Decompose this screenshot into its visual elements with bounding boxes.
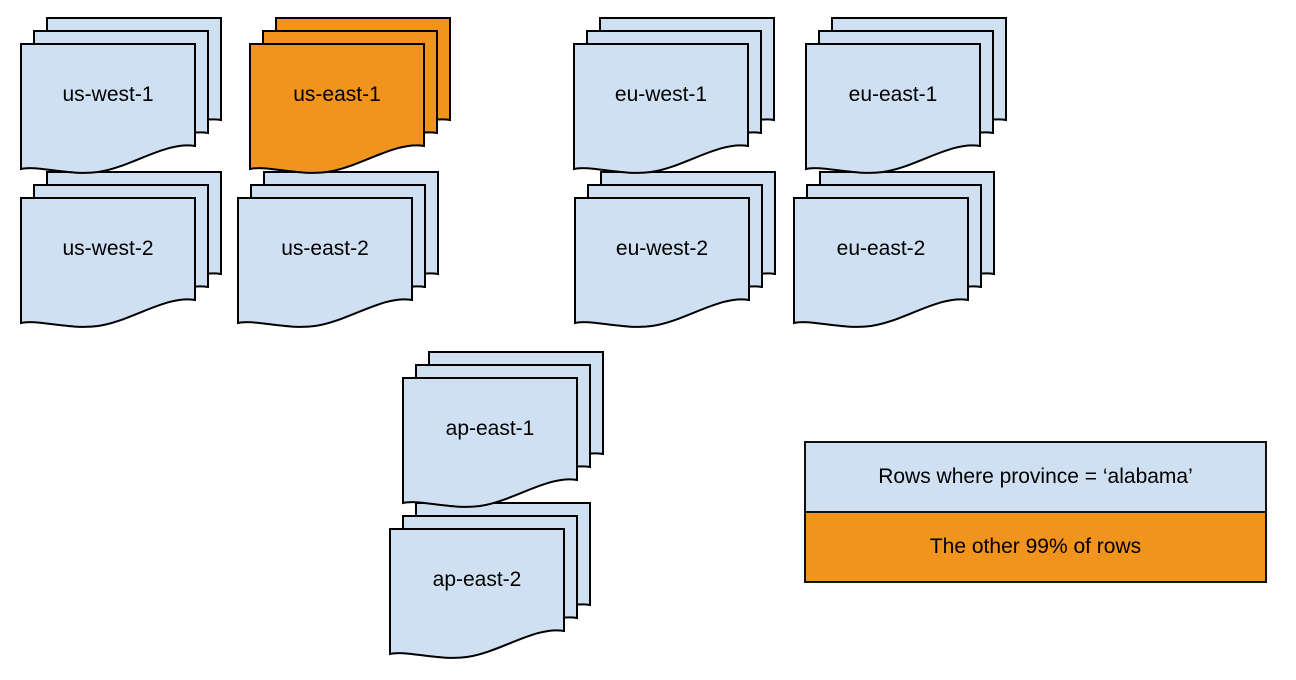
region-stack-us-east-1: us-east-1 [249,17,451,174]
region-stack-eu-east-1: eu-east-1 [805,17,1007,174]
legend-item: Rows where province = ‘alabama’ [806,443,1265,511]
region-stack-us-west-2: us-west-2 [20,171,222,328]
region-stack-ap-east-1: ap-east-1 [402,351,604,508]
legend-item-label: The other 99% of rows [929,535,1142,558]
region-stack-eu-east-2: eu-east-2 [793,171,995,328]
region-stack-us-east-2: us-east-2 [237,171,439,328]
legend: Rows where province = ‘alabama’ The othe… [804,441,1267,583]
document-icon [20,197,196,328]
region-stack-us-west-1: us-west-1 [20,17,222,174]
region-stack-ap-east-2: ap-east-2 [389,502,591,659]
region-stack-eu-west-2: eu-west-2 [574,171,776,328]
document-icon [805,43,981,174]
legend-item: The other 99% of rows [806,511,1265,581]
document-icon [402,377,578,508]
document-icon [574,197,750,328]
document-icon [249,43,425,174]
document-icon [389,528,565,659]
legend-item-label: Rows where province = ‘alabama’ [878,465,1193,488]
region-stack-eu-west-1: eu-west-1 [573,17,775,174]
document-icon [237,197,413,328]
document-icon [20,43,196,174]
document-icon [573,43,749,174]
document-icon [793,197,969,328]
